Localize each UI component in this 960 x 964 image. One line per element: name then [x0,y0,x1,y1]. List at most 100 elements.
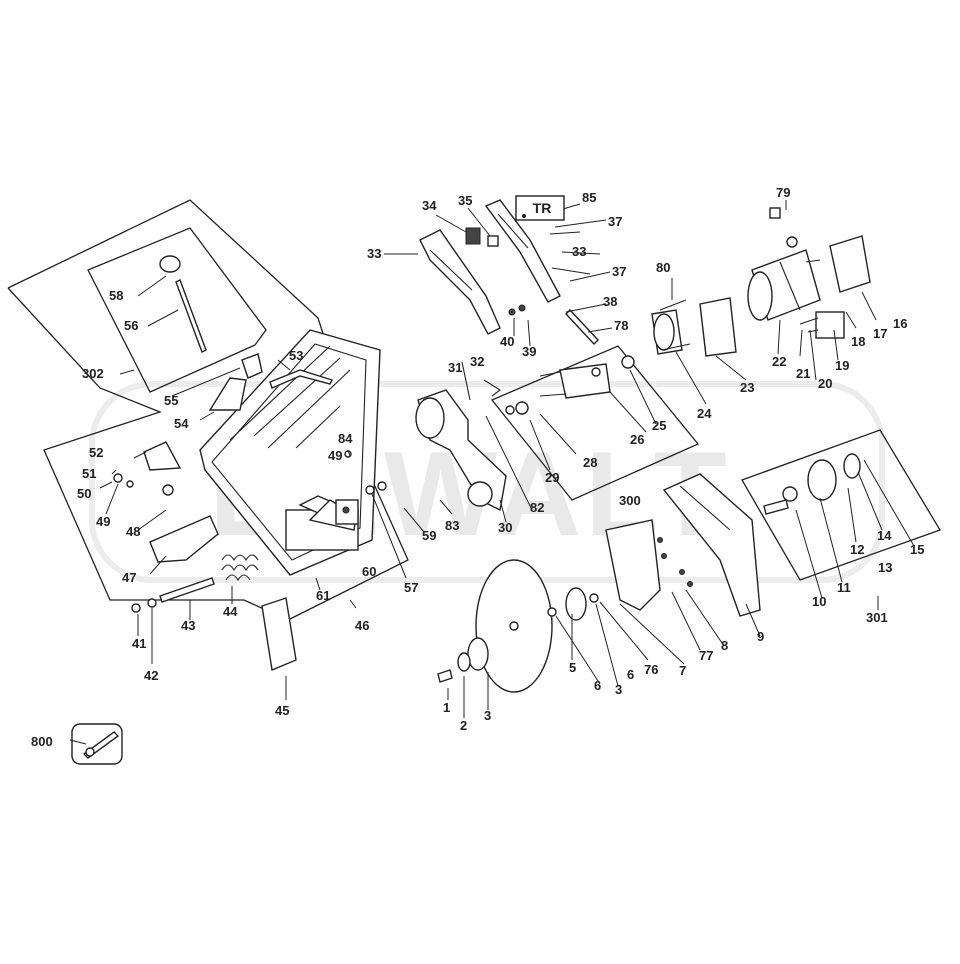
part-800 [71,723,123,765]
highlight-19 [815,311,845,339]
callout-labels: 1 2 3 3 5 6 6 7 8 9 10 11 12 13 14 15 16… [31,185,924,749]
callout-33b: 33 [572,244,586,259]
callout-82: 82 [530,500,544,515]
callout-10: 10 [812,594,826,609]
group-300-outline [490,345,700,501]
callout-28: 28 [583,455,597,470]
callout-23: 23 [740,380,754,395]
base-assembly [113,255,387,671]
tr-label-box: TR [515,195,565,221]
callout-16: 16 [893,316,907,331]
callout-45: 45 [275,703,289,718]
callout-21: 21 [796,366,810,381]
callout-8: 8 [721,638,728,653]
callout-50: 50 [77,486,91,501]
callout-53: 53 [289,348,303,363]
callout-49: 49 [96,514,110,529]
callout-13: 13 [878,560,892,575]
callout-12: 12 [850,542,864,557]
callout-24: 24 [697,406,712,421]
callout-37b: 37 [612,264,626,279]
callout-46: 46 [355,618,369,633]
callout-35: 35 [458,193,472,208]
callout-77: 77 [699,648,713,663]
flange-3b [565,587,587,621]
handle-assembly [419,199,599,346]
callout-59: 59 [422,528,436,543]
clamp-52 [143,441,182,471]
rod-56 [175,279,207,353]
guard-7 [605,519,661,611]
callout-39: 39 [522,344,536,359]
bracket-47 [149,515,219,563]
callout-47: 47 [122,570,136,585]
callout-22: 22 [772,354,786,369]
wheel-assembly [437,473,761,693]
callout-302: 302 [82,366,104,381]
callout-56: 56 [124,318,138,333]
callout-3: 3 [484,708,491,723]
handle-half-right [484,199,561,303]
callout-52: 52 [89,445,103,460]
arm-assembly [415,361,507,512]
callout-57: 57 [404,580,418,595]
callout-49b: 49 [328,448,342,463]
motor-assembly [651,207,871,357]
callout-6b: 6 [627,667,634,682]
callout-84: 84 [338,431,353,446]
callout-42: 42 [144,668,158,683]
callout-9: 9 [757,629,764,644]
armature-28 [559,363,611,399]
callout-32: 32 [470,354,484,369]
callout-26: 26 [630,432,644,447]
bracket-54 [208,377,247,411]
cover-45 [261,597,297,671]
callout-300: 300 [619,493,641,508]
callout-80: 80 [656,260,670,275]
rod-43 [159,577,215,603]
callout-7: 7 [679,663,686,678]
callout-44: 44 [223,604,238,619]
callout-15: 15 [910,542,924,557]
callout-48: 48 [126,524,140,539]
callout-78: 78 [614,318,628,333]
callout-301: 301 [866,610,888,625]
callout-29: 29 [545,470,559,485]
callout-43: 43 [181,618,195,633]
switch-34 [465,227,481,245]
callout-31: 31 [448,360,462,375]
callout-25: 25 [652,418,666,433]
cord-78 [565,308,599,346]
end-cap-17 [829,235,871,293]
callout-5: 5 [569,660,576,675]
callout-85: 85 [582,190,596,205]
callout-61: 61 [316,588,330,603]
callout-37: 37 [608,214,622,229]
callout-17: 17 [873,326,887,341]
callout-41: 41 [132,636,146,651]
field-23 [699,297,737,357]
spring-44 [221,554,259,582]
callout-30: 30 [498,520,512,535]
callout-60: 60 [362,564,376,579]
callout-55: 55 [164,393,178,408]
group-302-inner-box [87,227,267,393]
callout-40: 40 [500,334,514,349]
bracket-55 [241,353,263,379]
callout-20: 20 [818,376,832,391]
callout-33: 33 [367,246,381,261]
spindle-group [763,453,861,515]
callout-79: 79 [776,185,790,200]
callout-38: 38 [603,294,617,309]
wrench-53 [269,369,333,389]
callout-58: 58 [109,288,123,303]
tr-text: TR [533,200,552,216]
callout-3b: 3 [615,682,622,697]
callout-19: 19 [835,358,849,373]
guard-9 [662,473,761,617]
callout-1: 1 [443,700,450,715]
callout-54: 54 [174,416,189,431]
flange-3 [467,637,489,671]
handle-half-left [419,229,501,335]
